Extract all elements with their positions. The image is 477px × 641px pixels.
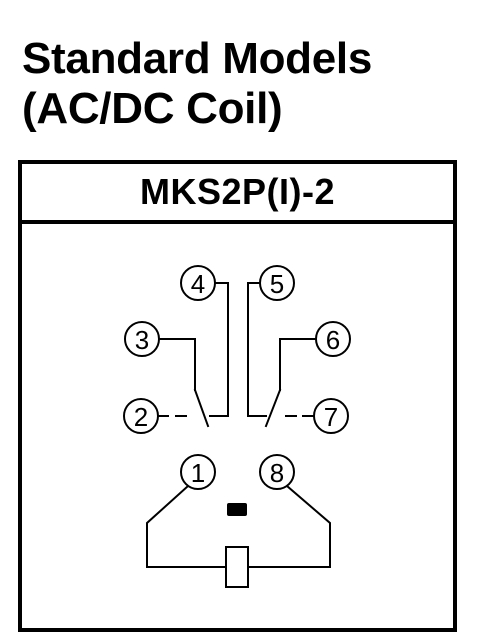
terminal-6-lead — [279, 338, 318, 391]
coil-symbol-icon — [225, 546, 249, 588]
model-diagram-frame: MKS2P(I)-2 — [18, 160, 457, 632]
terminal-1-circle — [180, 454, 216, 490]
terminal-1-coil-lead — [146, 484, 227, 568]
terminal-4-circle — [180, 265, 216, 301]
model-name: MKS2P(I)-2 — [139, 171, 336, 212]
title-line-2: (AC/DC Coil) — [22, 84, 283, 133]
terminal-5-circle — [259, 265, 295, 301]
terminal-2-circle — [123, 398, 159, 434]
terminal-6-circle — [315, 321, 351, 357]
terminal-1-label: 1 — [191, 458, 205, 488]
terminal-4-lead — [209, 282, 229, 417]
terminal-8-label: 8 — [270, 458, 284, 488]
terminal-3-label: 3 — [135, 325, 149, 355]
title-line-1: Standard Models — [22, 34, 372, 83]
terminal-8-circle — [259, 454, 295, 490]
terminal-5-lead — [247, 282, 267, 417]
terminal-8-coil-lead — [247, 484, 331, 568]
terminal-3-lead — [159, 338, 196, 391]
contact-switch-1 — [193, 388, 210, 428]
terminal-7-label: 7 — [324, 402, 338, 432]
terminal-6-label: 6 — [326, 325, 340, 355]
terminal-5-label: 5 — [270, 269, 284, 299]
terminal-3-circle — [124, 321, 160, 357]
model-name-header: MKS2P(I)-2 — [22, 164, 453, 224]
page-title: Standard Models (AC/DC Coil) — [22, 34, 372, 134]
terminal-7-circle — [313, 398, 349, 434]
indicator-led-icon — [227, 503, 247, 516]
contact-switch-2 — [264, 388, 282, 428]
terminal-4-label: 4 — [191, 269, 205, 299]
terminal-2-label: 2 — [134, 402, 148, 432]
